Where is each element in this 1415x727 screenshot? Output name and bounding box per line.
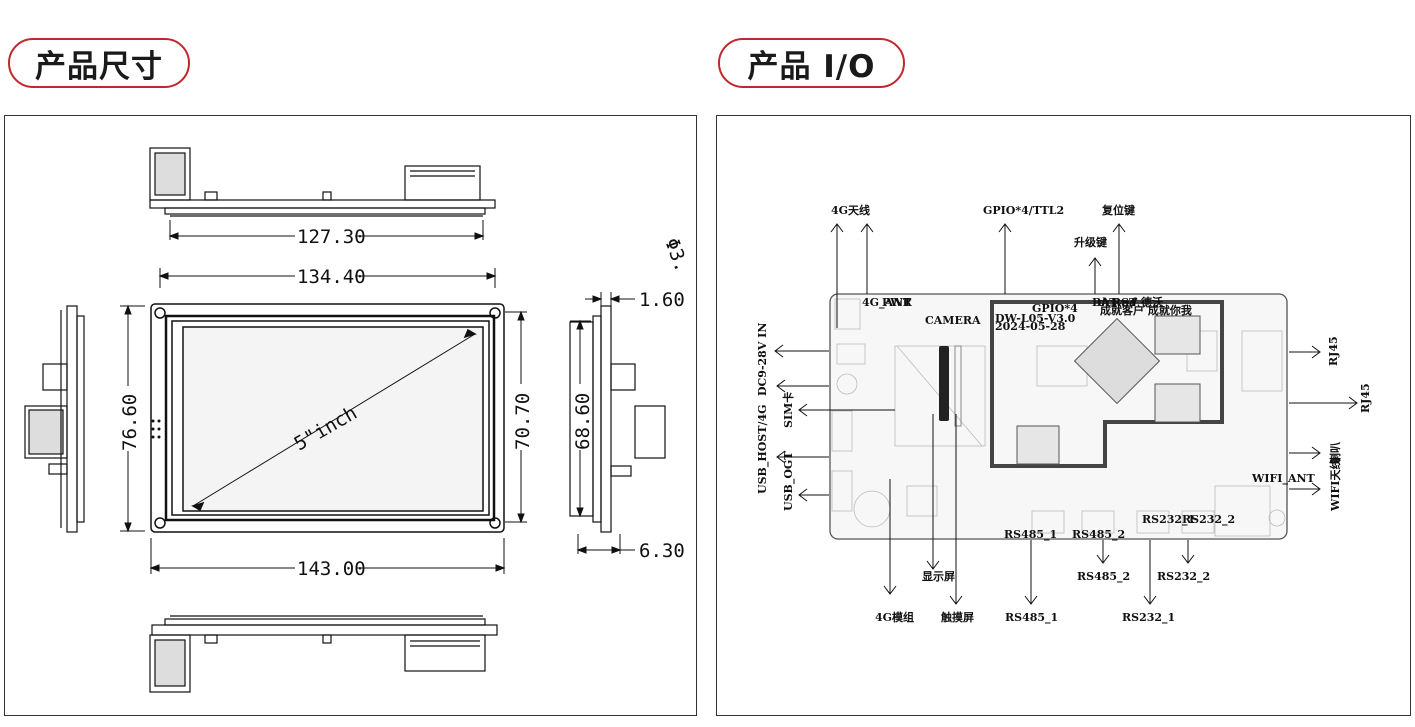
board-camera: CAMERA [925, 314, 981, 327]
dimension-drawing: 127.30 134.40 5"inch [24, 147, 693, 693]
label-speaker: 喇叭 [1328, 442, 1342, 464]
dimensions-header-label: 产品尺寸 [35, 48, 163, 85]
board-model: DW-L05-V3.0 [995, 312, 1076, 325]
label-rs485-2: RS485_2 [1077, 570, 1130, 584]
label-reset-key: 复位键 [1101, 203, 1136, 217]
dim-height-outer: 76.60 [119, 394, 141, 451]
board-bat-pad: BAT [1092, 296, 1118, 309]
label-sim: SIM卡 [781, 392, 795, 428]
board-rst-pad: RST [1112, 296, 1138, 309]
dim-thickness-a: 1.60 [639, 289, 685, 311]
board-pwr-pad: PWR [882, 296, 913, 309]
board-rs485-1-pad: RS485_1 [1004, 528, 1057, 542]
label-rj45-a: RJ45 [1327, 336, 1340, 366]
board-brand: dcwod [1098, 296, 1137, 309]
board-gpio-pad: GPIO*4 [1032, 302, 1078, 315]
label-usb-otg: USB_OGT [782, 451, 796, 511]
board-rs232-1-pad: RS232_1 [1142, 513, 1195, 527]
label-gpio: GPIO*4/TTL2 [983, 204, 1064, 217]
dimension-drawing-panel: 127.30 134.40 5"inch [4, 115, 697, 716]
board-date: 2024-05-28 [995, 320, 1066, 333]
dim-height-inner: 70.70 [512, 393, 534, 450]
board-ant-pad: 4G_ANT [862, 296, 912, 310]
label-display: 显示屏 [922, 570, 955, 583]
io-diagram-panel: dcwod 德沃 成就客户 成就你我 DW-L05-V3.0 2024-05-2… [716, 115, 1411, 716]
board-wifi-pad: WIFI_ANT [1251, 472, 1316, 486]
label-rs232-1: RS232_1 [1122, 611, 1175, 625]
dimensions-header: 产品尺寸 [8, 38, 190, 88]
board-rs232-2-pad: RS232_2 [1182, 513, 1235, 527]
label-upgrade-key: 升级键 [1074, 235, 1108, 249]
dim-width-outer: 134.40 [297, 266, 366, 288]
io-diagram: dcwod 德沃 成就客户 成就你我 DW-L05-V3.0 2024-05-2… [756, 203, 1372, 625]
label-usb-host: USB_HOST/4G [756, 404, 770, 494]
board-brand-cn: 德沃 [1140, 295, 1164, 309]
label-4g-antenna: 4G天线 [831, 203, 870, 217]
dim-height-side: 68.60 [572, 393, 594, 450]
dim-width-overall: 143.00 [297, 558, 366, 580]
label-4g-module: 4G模组 [875, 610, 914, 624]
label-wifi-antenna: WIFI天线 [1328, 459, 1342, 512]
label-dc-in: DC9-28V IN [756, 323, 769, 396]
label-touch: 触摸屏 [940, 610, 974, 624]
board-tagline: 成就客户 成就你我 [1100, 303, 1192, 317]
label-rs485-1: RS485_1 [1005, 611, 1058, 625]
dim-width-top: 127.30 [297, 226, 366, 248]
io-header-label: 产品 I/O [747, 48, 876, 85]
display-connector [939, 346, 949, 421]
io-header: 产品 I/O [718, 38, 905, 88]
dim-thickness-b: 6.30 [639, 540, 685, 562]
label-rs232-2: RS232_2 [1157, 570, 1210, 584]
label-rj45-b: RJ45 [1359, 383, 1372, 413]
board-rs485-2-pad: RS485_2 [1072, 528, 1125, 542]
dim-hole: Φ3. [660, 235, 692, 275]
